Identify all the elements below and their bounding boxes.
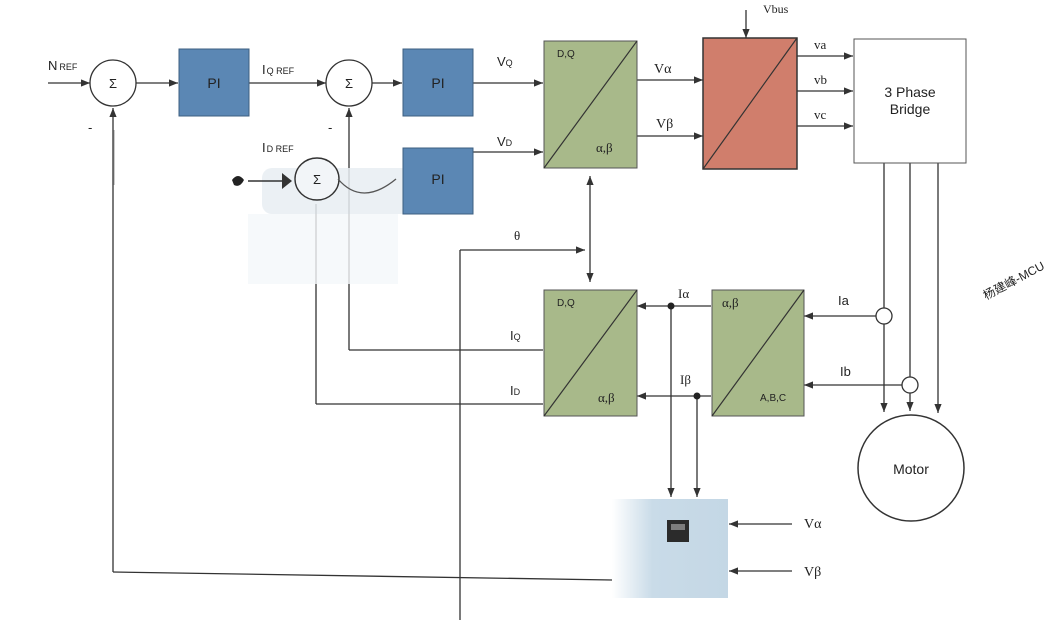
wire-speed-h (112, 571, 613, 581)
ia-label: Ia (838, 293, 850, 308)
junction-dot-i-alpha (667, 302, 675, 310)
bridge-label-line1: 3 Phase (884, 84, 936, 100)
id-ref-smudge-region: Σ (232, 157, 412, 284)
alpha-beta-label: α,β (722, 295, 739, 310)
alpha-beta-label: α,β (596, 140, 613, 155)
transform-diagonal (543, 289, 638, 417)
smudge-haze (248, 214, 398, 284)
current-sensor-a (875, 307, 893, 325)
est-v-alpha-label: Vα (804, 517, 822, 532)
pi-label: PI (207, 75, 220, 91)
theta-label: θ (514, 228, 520, 243)
bridge-label-line2: Bridge (890, 101, 931, 117)
sum-symbol: Σ (109, 76, 117, 91)
v-beta-label: Vβ (656, 117, 673, 132)
vq-label: VQ (497, 54, 513, 69)
transform-diagonal (543, 40, 638, 169)
id-ref-label: ID REF (262, 140, 294, 155)
va-label: va (814, 37, 827, 52)
estimator-rect (612, 499, 728, 598)
iq-ref-label: IQ REF (262, 62, 295, 77)
sum-junction-3 (294, 157, 340, 201)
ib-label: Ib (840, 364, 851, 379)
est-v-beta-label: Vβ (804, 565, 821, 580)
smudge-curve (337, 178, 397, 194)
park-block: D,Q α,β (543, 289, 638, 417)
pi-label: PI (431, 171, 444, 187)
pi-block-id: PI (402, 147, 474, 215)
vb-label: vb (814, 72, 827, 87)
pi-block-rect (402, 147, 474, 215)
minus-sign-speed: - (88, 120, 92, 135)
junction-dot-i-beta (693, 392, 701, 400)
pi-block-rect (402, 48, 474, 117)
smudge-mark (232, 176, 244, 186)
pi-block-rect (178, 48, 250, 117)
vbus-label: Vbus (763, 2, 789, 16)
estimator-chip-highlight (671, 524, 685, 530)
minus-sign-iq: - (328, 120, 332, 135)
current-sensor-b (901, 376, 919, 394)
motor: Motor (857, 414, 965, 522)
three-phase-bridge: 3 Phase Bridge (853, 38, 967, 164)
motor-circle (857, 414, 965, 522)
sum-symbol: Σ (345, 76, 353, 91)
watermark: 杨建峰-MCU (980, 258, 1046, 303)
dq-label: D,Q (557, 49, 575, 60)
pwm-block (702, 37, 798, 170)
estimator-block (612, 499, 728, 598)
pwm-diagonal (702, 37, 798, 170)
vd-label: VD (497, 134, 513, 149)
motor-label: Motor (893, 461, 929, 477)
i-alpha-label: Iα (678, 286, 689, 301)
pi-label: PI (431, 75, 444, 91)
bridge-rect (853, 38, 967, 164)
abc-label: A,B,C (760, 393, 786, 404)
vc-label: vc (814, 107, 827, 122)
sum-circle (89, 59, 137, 107)
pi-block-speed: PI (178, 48, 250, 117)
inverse-park-block: D,Q α,β (543, 40, 638, 169)
transform-diagonal (711, 289, 805, 417)
sum-circle (325, 59, 373, 107)
sum-symbol: Σ (313, 172, 321, 187)
sum-junction-2: Σ (325, 59, 373, 107)
smudge-arrow (282, 173, 292, 189)
estimator-chip-icon (667, 520, 689, 542)
v-alpha-label: Vα (654, 62, 672, 77)
iq-feedback-label: IQ (510, 328, 521, 343)
dq-label: D,Q (557, 298, 575, 309)
clarke-block: α,β A,B,C (711, 289, 805, 417)
alpha-beta-label: α,β (598, 390, 615, 405)
id-feedback-label: ID (510, 383, 521, 398)
i-beta-label: Iβ (680, 372, 691, 387)
sum-junction-1: Σ (89, 59, 137, 107)
pi-block-iq: PI (402, 48, 474, 117)
